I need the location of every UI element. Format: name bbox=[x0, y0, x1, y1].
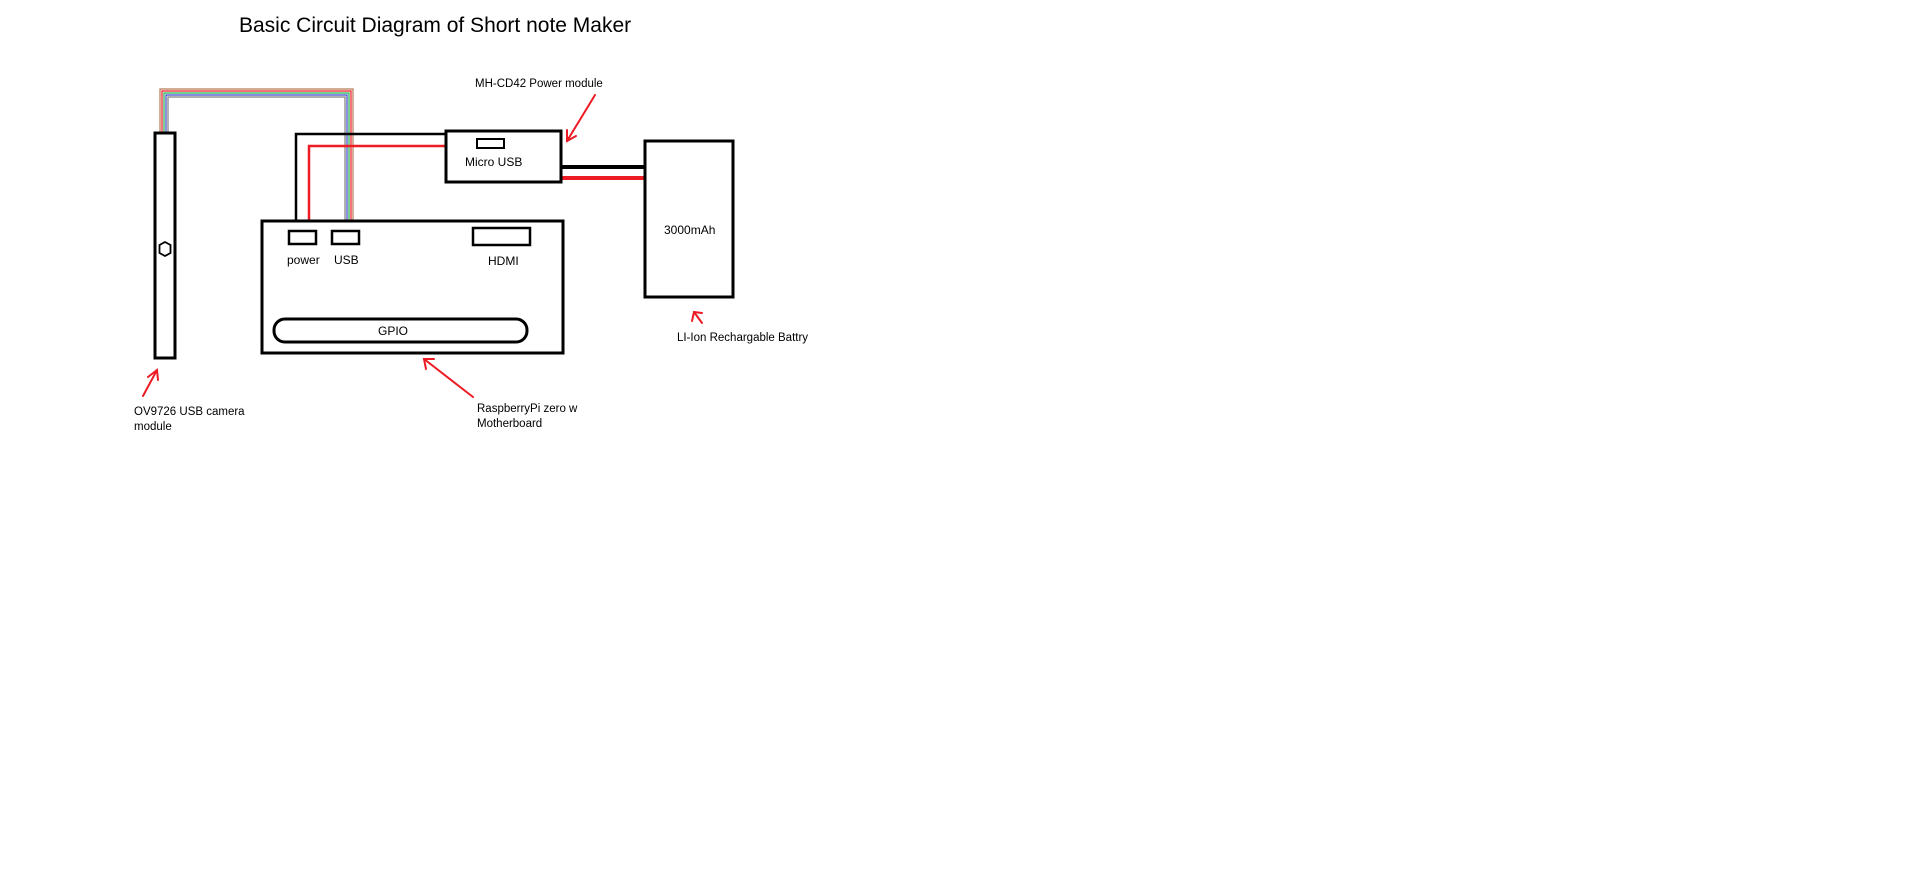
camera-module bbox=[153, 131, 177, 360]
gpio-header bbox=[272, 317, 529, 344]
board-label-line2: Motherboard bbox=[477, 418, 542, 430]
hdmi-port bbox=[471, 226, 532, 247]
usb-port-label: USB bbox=[334, 253, 359, 267]
usb-port bbox=[330, 229, 361, 246]
power-port-label: power bbox=[287, 253, 320, 267]
power-port bbox=[287, 229, 318, 246]
battery-body bbox=[643, 139, 735, 299]
power-module-arrow bbox=[566, 94, 596, 143]
battery: 3000mAh bbox=[643, 139, 735, 299]
diagram-title: Basic Circuit Diagram of Short note Make… bbox=[239, 14, 631, 37]
battery-capacity: 3000mAh bbox=[664, 223, 715, 237]
power-module: Micro USB bbox=[444, 129, 563, 184]
raspberry-pi-board: power USB HDMI GPIO bbox=[260, 219, 565, 355]
battery-arrow bbox=[691, 310, 703, 324]
board-label-line1: RaspberryPi zero w bbox=[477, 403, 578, 415]
camera-label-line1: OV9726 USB camera bbox=[134, 406, 245, 418]
callout-arrows bbox=[142, 94, 703, 398]
micro-usb-label: Micro USB bbox=[465, 155, 522, 169]
hdmi-port-label: HDMI bbox=[488, 254, 519, 268]
gpio-label: GPIO bbox=[378, 324, 408, 338]
battery-label: LI-Ion Rechargable Battry bbox=[677, 332, 808, 344]
micro-usb-port bbox=[476, 138, 505, 149]
camera-arrow bbox=[142, 368, 159, 397]
power-module-label: MH-CD42 Power module bbox=[475, 78, 603, 90]
power-wire bbox=[307, 144, 445, 232]
camera-usb-cable bbox=[159, 88, 354, 232]
camera-lens-icon bbox=[158, 240, 172, 258]
board-arrow bbox=[422, 358, 474, 398]
ground-wire bbox=[294, 132, 445, 232]
camera-label-line2: module bbox=[134, 421, 172, 433]
